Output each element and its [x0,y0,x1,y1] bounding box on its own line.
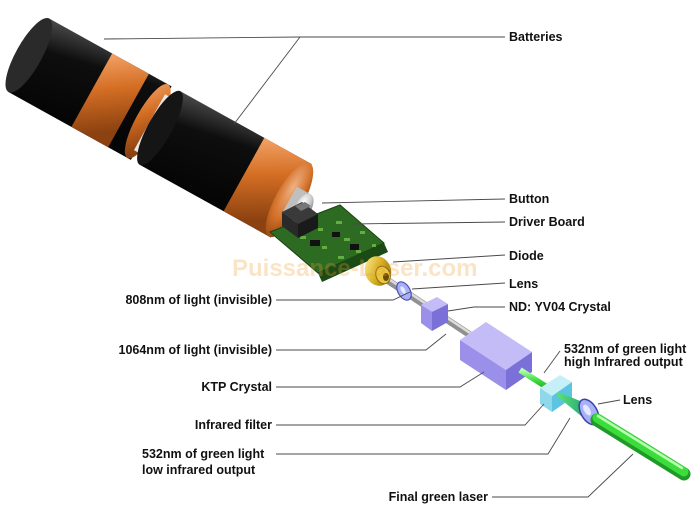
leader-batteries-1 [103,36,505,40]
label-808nm: 808nm of light (invisible) [125,293,272,307]
label-batteries: Batteries [509,30,563,44]
label-lens: Lens [509,277,538,291]
ktp-crystal [460,322,532,390]
leader-lines [103,36,634,498]
label-infrared-filter: Infrared filter [195,418,272,432]
labels: Batteries Button Driver Board Diode Lens… [119,30,688,504]
leader-infrared-filter [276,403,545,426]
infrared-filter [540,375,572,412]
label-button: Button [509,192,549,206]
label-ktp-crystal: KTP Crystal [201,380,272,394]
leader-button [321,198,506,204]
label-diode: Diode [509,249,544,263]
leader-diode [392,254,506,263]
label-lens-output: Lens [623,393,652,407]
leader-ktp [276,371,485,388]
label-532-low-line2: low infrared output [142,463,256,477]
nd-yv04-crystal [421,297,448,331]
leader-nd-crystal [447,306,505,312]
label-nd-crystal: ND: YV04 Crystal [509,300,611,314]
final-green-laser [590,413,691,481]
label-532-high-line1: 532nm of green light [564,342,687,356]
label-532-high-line2: high Infrared output [564,355,684,369]
leader-final-laser [492,453,634,498]
batteries [5,18,314,238]
label-driver-board: Driver Board [509,215,585,229]
label-final-laser: Final green laser [389,490,488,504]
leader-532-high [543,350,561,374]
leader-1064nm [276,333,447,351]
diode [364,256,392,286]
battery-rear [5,18,172,160]
label-1064nm: 1064nm of light (invisible) [119,343,273,357]
leader-driver-board [351,221,506,225]
button [282,202,318,238]
leader-808nm [276,291,411,301]
label-532-low-line1: 532nm of green light [142,447,265,461]
leader-batteries-2 [233,36,301,125]
lens-small [396,281,412,301]
leader-lens [411,282,506,290]
leader-532-low [276,417,571,455]
leader-lens-output [597,399,621,405]
